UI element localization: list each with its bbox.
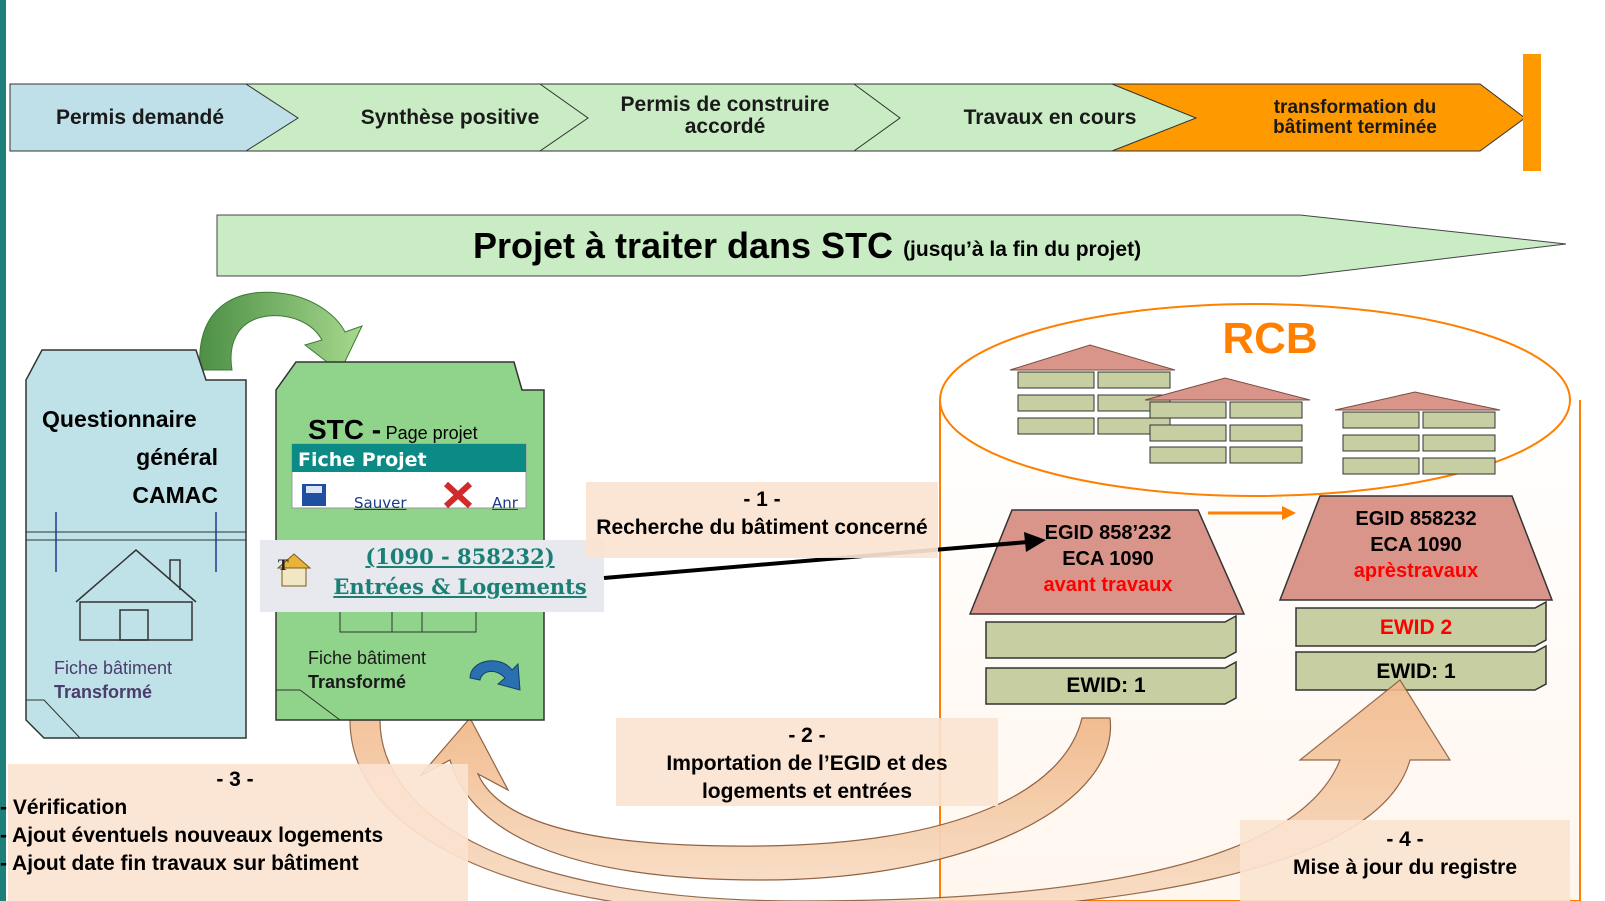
- step1-text: Recherche du bâtiment concerné: [596, 516, 928, 539]
- camac-title-line1: Questionnaire: [42, 406, 197, 432]
- building-before: [968, 509, 1246, 705]
- step1-num: - 1 -: [743, 488, 781, 511]
- stc-title-main: STC -: [308, 414, 382, 445]
- step-permis-demande: Permis demandé: [55, 105, 225, 129]
- entrees-link-line1: (1090 - 858232): [365, 544, 555, 569]
- fiche-projet-header: Fiche Projet: [298, 449, 427, 471]
- step2-line1: Importation de l’EGID et des: [666, 752, 948, 775]
- before-state: avant travaux: [1043, 574, 1173, 596]
- cancel-button[interactable]: Anr: [492, 494, 518, 512]
- lookup-arrow: [603, 532, 1046, 580]
- stc-caption-line2: Transformé: [308, 672, 407, 692]
- after-ewid-2: EWID 2: [1379, 616, 1453, 639]
- step3-item-2: - Ajout éventuels nouveaux logements: [0, 824, 384, 847]
- step-permis-accorde: Permis de construire accordé: [620, 92, 830, 138]
- before-building-label: EGID 858’232 ECA 1090 avant travaux: [1010, 520, 1206, 598]
- camac-caption: Fiche bâtiment Transformé: [54, 656, 172, 704]
- banner: Projet à traiter dans STC (jusqu’à la fi…: [217, 221, 1397, 271]
- step3-item-1: - Vérification: [0, 796, 128, 819]
- step4-label: - 4 - Mise à jour du registre: [1240, 826, 1570, 882]
- after-ewid-1: EWID: 1: [1376, 660, 1456, 683]
- step3-label: - 3 - - Vérification - Ajout éventuels n…: [0, 766, 470, 878]
- entrees-panel-bg: [260, 540, 604, 612]
- banner-title: Projet à traiter dans STC: [472, 225, 894, 266]
- camac-caption-line2: Transformé: [54, 682, 153, 702]
- camac-title: Questionnaire général CAMAC: [36, 400, 218, 514]
- before-ewid-1: EWID: 1: [1066, 674, 1146, 697]
- building-after: [1278, 495, 1554, 691]
- process-chevrons: [9, 83, 1526, 152]
- rcb-title: RCB: [1222, 314, 1318, 363]
- curved-arrow-update: [349, 679, 1452, 901]
- banner-subtitle: (jusqu’à la fin du projet): [903, 238, 1142, 261]
- stc-screenshot: [291, 443, 527, 509]
- camac-title-line2: général: [136, 444, 218, 470]
- save-button[interactable]: Sauver: [354, 494, 407, 512]
- step2-box: [616, 718, 998, 806]
- camac-folder-shape: [25, 349, 247, 739]
- banner-arrow-shape: [216, 214, 1567, 277]
- camac-caption-line1: Fiche bâtiment: [54, 658, 173, 678]
- chevron-5-shape: [1111, 83, 1526, 152]
- stc-caption-line1: Fiche bâtiment: [308, 648, 427, 668]
- left-edge-strip: [0, 0, 6, 901]
- step-synthese-positive: Synthèse positive: [360, 105, 540, 129]
- house-icon: [75, 549, 197, 641]
- step3-item-3: - Ajout date fin travaux sur bâtiment: [0, 852, 359, 875]
- step3-box: [8, 764, 468, 901]
- step4-num: - 4 -: [1386, 828, 1424, 851]
- green-curved-arrow: [199, 291, 363, 373]
- after-building-label: EGID 858232 ECA 1090 aprèstravaux: [1318, 506, 1514, 584]
- refresh-icon: [469, 660, 521, 691]
- stc-caption: Fiche bâtiment Transformé: [308, 646, 426, 694]
- step-transformation-terminee: transformation du bâtiment terminée: [1273, 97, 1437, 138]
- step2-line2: logements et entrées: [701, 780, 913, 803]
- after-egid: EGID 858232: [1355, 508, 1477, 530]
- step4-box: [1240, 820, 1570, 901]
- step1-box: [586, 482, 938, 558]
- before-eca: ECA 1090: [1062, 548, 1154, 570]
- step4-text: Mise à jour du registre: [1292, 856, 1518, 879]
- stc-title-sub: Page projet: [385, 423, 478, 443]
- after-state: aprèstravaux: [1353, 560, 1479, 582]
- end-marker-bar: [1523, 54, 1541, 171]
- step1-label: - 1 - Recherche du bâtiment concerné: [556, 486, 968, 542]
- home-edit-icon: T: [276, 553, 312, 587]
- rcb-buildings: [1009, 344, 1501, 475]
- step2-label: - 2 - Importation de l’EGID et des logem…: [616, 722, 998, 806]
- entrees-logements-link[interactable]: (1090 - 858232) Entrées & Logements: [320, 542, 600, 602]
- after-eca: ECA 1090: [1370, 534, 1462, 556]
- step2-num: - 2 -: [788, 724, 826, 747]
- step-travaux-en-cours: Travaux en cours: [963, 105, 1137, 129]
- stc-title: STC - Page projet: [308, 414, 478, 446]
- camac-title-line3: CAMAC: [132, 482, 218, 508]
- step3-num: - 3 -: [216, 768, 254, 791]
- before-egid: EGID 858’232: [1044, 522, 1172, 544]
- entrees-link-line2: Entrées & Logements: [333, 574, 587, 599]
- before-after-arrow: [1208, 506, 1296, 520]
- svg-text:T: T: [278, 557, 289, 574]
